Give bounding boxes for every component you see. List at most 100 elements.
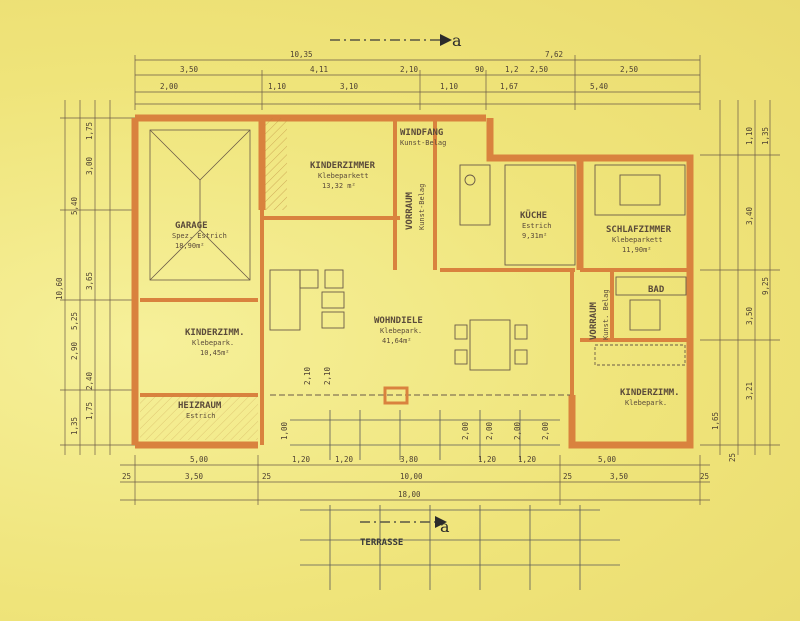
dimension-lines-bottom — [120, 455, 710, 505]
room-label-windfang: WINDFANG Kunst-Belag — [400, 128, 446, 147]
dim-top-r1-3: 90 — [475, 65, 485, 74]
dim-left-5: 5,25 — [70, 312, 79, 330]
section-line — [330, 39, 440, 523]
dim-top-r1-0: 3,50 — [180, 65, 199, 74]
dim-right-3: 9,25 — [761, 277, 770, 295]
room-area: 13,32 m² — [322, 182, 356, 190]
dim-bottom-r2-4: 25 — [563, 472, 572, 481]
room-label-wohndiele: WOHNDIELE Klebepark. 41,64m² — [374, 316, 423, 345]
dim-bottom-r1-2: 1,20 — [335, 455, 354, 464]
dim-right-1: 1,35 — [761, 127, 770, 145]
room-label-kueche: KÜCHE Estrich 9,31m² — [520, 210, 552, 240]
room-label-kinderzimmer-2: KINDERZIMM. Klebepark. 10,45m² — [185, 328, 245, 357]
dim-bottom-r1-6: 5,00 — [598, 455, 617, 464]
dim-bottom-r2-2: 25 — [262, 472, 271, 481]
room-area: 41,64m² — [382, 337, 412, 345]
dim-right-7: 25 — [728, 453, 737, 462]
section-label-bottom: a — [440, 517, 450, 536]
room-floor: Klebepark. — [625, 399, 667, 407]
room-area: 11,90m² — [622, 246, 652, 254]
fixtures — [459, 164, 687, 366]
dim-bottom-r1-5: 1,20 — [518, 455, 537, 464]
room-name: BAD — [648, 285, 665, 295]
room-label-kinderzimmer-3: KINDERZIMM. Klebepark. — [620, 388, 680, 407]
terrace-label: TERRASSE — [360, 538, 403, 548]
window-mark-2: 2,10 — [323, 366, 332, 385]
dim-top-r2-5: 5,40 — [590, 82, 609, 91]
room-floor: Spez. Estrich — [172, 232, 227, 240]
dim-top-r2-4: 1,67 — [500, 82, 518, 91]
dim-right-2: 3,40 — [745, 206, 754, 225]
dimension-lines-left — [60, 100, 135, 455]
dim-right-6: 1,65 — [711, 412, 720, 430]
window-mark-0: 1,00 — [280, 421, 289, 440]
living-room-furniture — [269, 269, 570, 405]
dim-left-0: 1,75 — [85, 122, 94, 140]
section-arrow-bottom — [435, 516, 447, 528]
dimension-lines-top — [134, 55, 701, 110]
room-floor: Kunst-Belag — [418, 184, 426, 230]
room-name: VORRAUM — [589, 301, 599, 340]
window-mark-5: 2,00 — [513, 421, 522, 440]
dim-left-2: 5,40 — [70, 196, 79, 215]
terrace-grid — [290, 410, 620, 590]
dim-top-r1-5: 2,50 — [530, 65, 549, 74]
dim-right-5: 3,21 — [745, 382, 754, 400]
interior-walls — [140, 118, 690, 445]
dim-top-r1-1: 4,11 — [310, 65, 328, 74]
room-floor: Klebeparkett — [318, 172, 369, 180]
dim-top-r2-0: 2,00 — [160, 82, 179, 91]
window-mark-6: 2,00 — [541, 421, 550, 440]
room-area: 9,31m² — [522, 232, 547, 240]
dim-left-6: 2,90 — [70, 341, 79, 360]
dim-left-4: 3,65 — [85, 272, 94, 290]
room-floor: Estrich — [186, 412, 216, 420]
dim-left-1: 3,00 — [85, 156, 94, 175]
room-name: WOHNDIELE — [374, 316, 423, 326]
room-floor: Estrich — [522, 222, 552, 230]
room-name: KINDERZIMM. — [620, 388, 680, 398]
dimension-lines-right — [700, 100, 780, 455]
dim-bottom-r2-3: 10,00 — [400, 472, 423, 481]
dim-bottom-r1-1: 1,20 — [292, 455, 311, 464]
room-name: VORRAUM — [405, 191, 415, 230]
room-floor: Klebeparkett — [612, 236, 663, 244]
window-mark-3: 2,00 — [461, 421, 470, 440]
room-label-heizraum: HEIZRAUM Estrich — [178, 401, 222, 420]
room-label-garage: GARAGE Spez. Estrich 18,90m² — [172, 221, 227, 250]
dim-top-total: 10,35 — [290, 50, 313, 59]
dim-left-7: 2,40 — [85, 371, 94, 390]
room-name: KÜCHE — [520, 210, 547, 221]
dim-top-right-total: 7,62 — [545, 50, 563, 59]
room-floor: Klebepark. — [192, 339, 234, 347]
room-floor: Kunst-Belag — [400, 139, 446, 147]
room-area: 10,45m² — [200, 349, 230, 357]
dim-top-r1-4: 1,2 — [505, 65, 519, 74]
room-label-vorraum-2: VORRAUM Kunst. Belag — [589, 289, 610, 340]
dim-bottom-r2-0: 25 — [122, 472, 131, 481]
dim-bottom-r1-4: 1,20 — [478, 455, 497, 464]
dim-left-3: 10,60 — [55, 277, 64, 300]
room-label-vorraum-1: VORRAUM Kunst-Belag — [405, 184, 426, 230]
dim-bottom-r1-3: 3,80 — [400, 455, 419, 464]
dim-bottom-r2-5: 3,50 — [610, 472, 629, 481]
window-mark-1: 2,10 — [303, 366, 312, 385]
window-mark-4: 2,00 — [485, 421, 494, 440]
room-name: WINDFANG — [400, 128, 443, 138]
hatched-walls — [140, 118, 287, 440]
dim-top-r1-2: 2,10 — [400, 65, 419, 74]
dim-top-r2-3: 1,10 — [440, 82, 459, 91]
section-arrow-top — [440, 34, 452, 46]
room-label-bad: BAD — [648, 285, 665, 295]
room-label-kinderzimmer-1: KINDERZIMMER Klebeparkett 13,32 m² — [310, 161, 376, 190]
dim-right-4: 3,50 — [745, 306, 754, 325]
dim-bottom-r2-6: 25 — [700, 472, 709, 481]
dim-bottom-r1-0: 5,00 — [190, 455, 209, 464]
garage-roof-lines — [149, 129, 251, 281]
dim-left-8: 1,75 — [85, 402, 94, 420]
room-floor: Kunst. Belag — [602, 289, 610, 340]
dim-bottom-total: 18,00 — [398, 490, 421, 499]
exterior-walls — [131, 114, 694, 449]
